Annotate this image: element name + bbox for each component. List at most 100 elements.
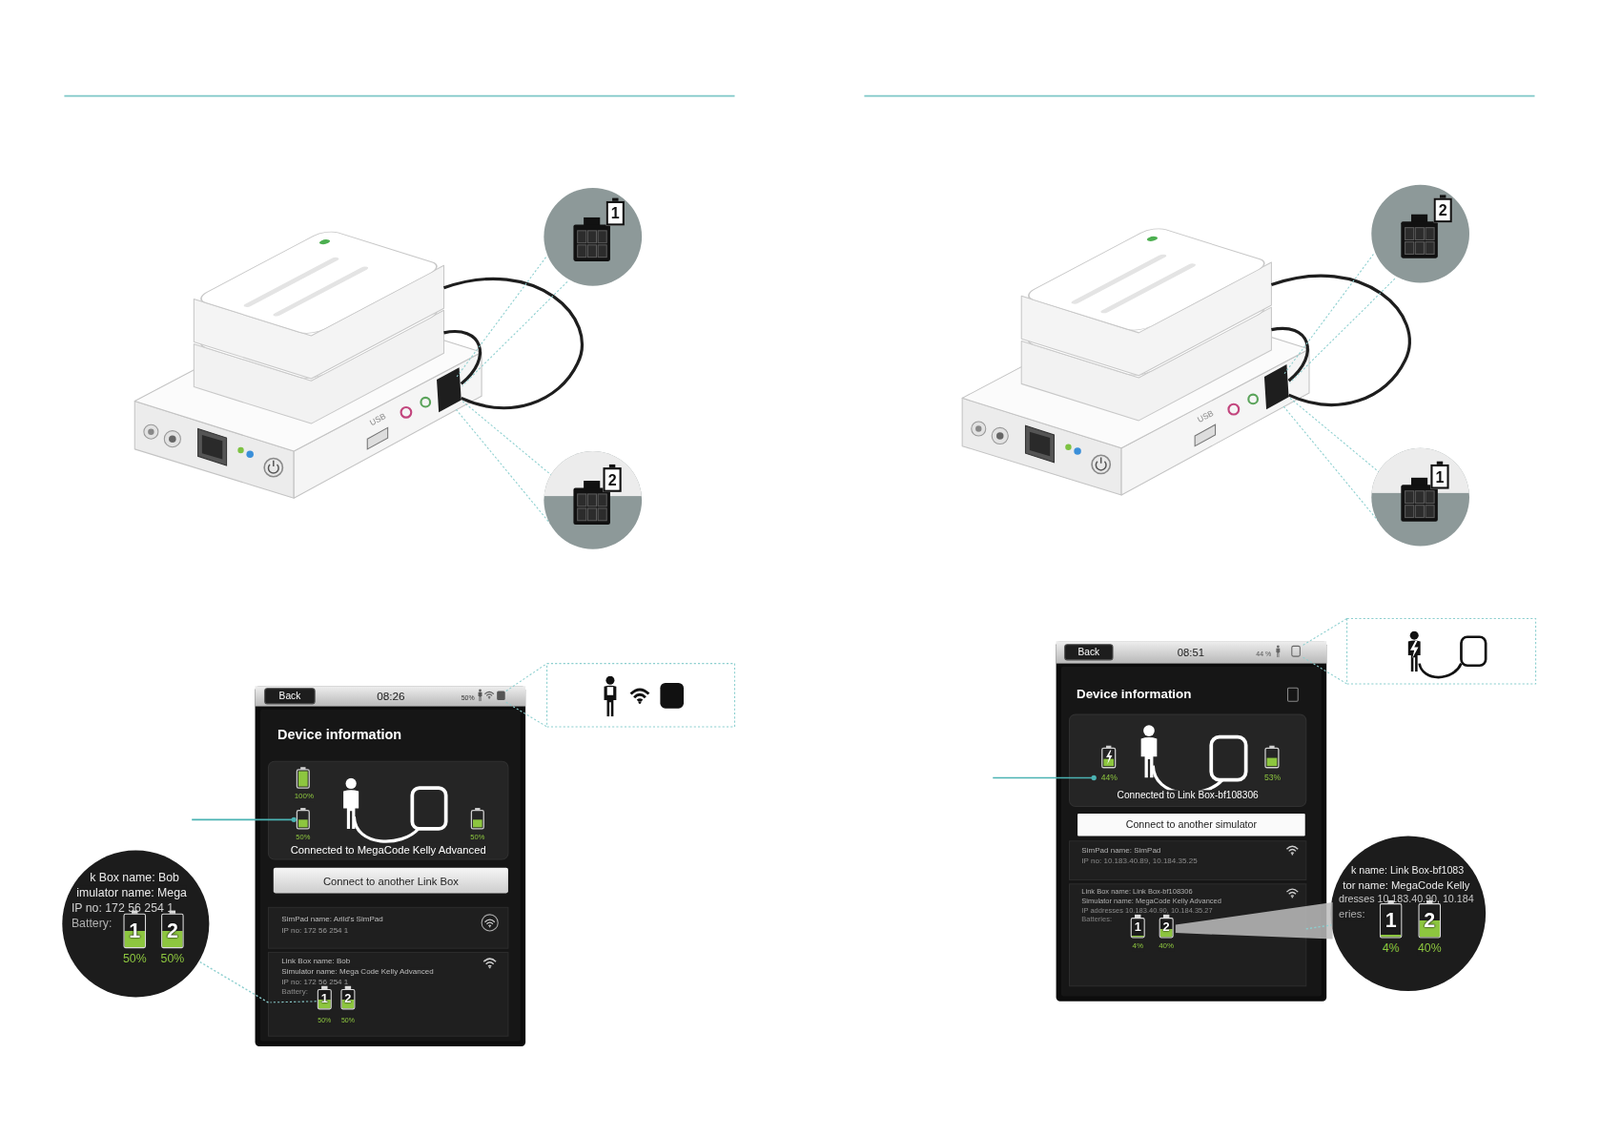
status-icon-enlarged — [631, 689, 650, 704]
card-shape — [1069, 714, 1307, 806]
pointer-line — [191, 817, 297, 822]
magnified-view: k name: Link Box-bf1083 tor name: MegaCod… — [1330, 835, 1486, 991]
card-icons — [1102, 724, 1279, 793]
battery-icon: 2 — [340, 988, 355, 1009]
magnified-view-text: 4% — [1382, 942, 1400, 956]
connector-badge: 1 — [1430, 464, 1449, 490]
link-box-info-panel-text: Link Box name: Bob — [281, 957, 350, 966]
connect-button: Connect to another Link Box — [273, 867, 509, 894]
wifi-icon — [1286, 845, 1298, 855]
callout-leader — [1303, 618, 1537, 684]
card-icons — [300, 807, 306, 811]
battery-icon-text: 1 — [128, 919, 141, 944]
connector-badge: 2 — [1434, 198, 1453, 224]
magnified-view-text: IP no: 172 56 254 1 — [71, 901, 174, 915]
magnified-view-text: 40% — [1417, 942, 1442, 956]
magnified-view-text: dresses 10.183.40.90, 10.184 — [1338, 892, 1475, 904]
card-icons — [296, 810, 309, 829]
simpad-screen: 08:2650%Device informationBack100%50%50%… — [255, 685, 527, 1047]
battery-icon-text: 2 — [166, 919, 179, 944]
card-icons — [472, 819, 483, 827]
link-box-info-panel-text: Batteries: — [1081, 915, 1112, 924]
port-label: USB — [1195, 408, 1215, 425]
status-icon-enlarged — [604, 676, 684, 717]
panel-shape — [267, 906, 508, 948]
card-icons — [343, 778, 359, 829]
battery-icon-text: 1 — [321, 991, 329, 1006]
wifi-icon — [485, 919, 495, 927]
link-box-illustration — [134, 187, 642, 550]
simpad-screen-text: 50% — [461, 694, 475, 702]
card-icons — [296, 766, 484, 842]
card-icons — [474, 807, 480, 811]
magnified-view: k Box name: Bobimulator name: MegaIP no:… — [61, 849, 209, 997]
status-card-text: 50% — [470, 832, 485, 842]
callout-leader — [506, 701, 548, 727]
battery-icon: 2 — [1418, 902, 1442, 938]
battery-icon-text: 1 — [1134, 920, 1142, 935]
connect-button-text: Connect to another Link Box — [323, 874, 459, 887]
magnified-view-text: 50% — [161, 951, 185, 965]
connect-button-text: Connect to another simulator — [1126, 819, 1257, 831]
simpad-info-panel-shape — [1069, 841, 1307, 881]
card-icons — [1102, 747, 1116, 767]
pointer-line — [1091, 775, 1097, 780]
link-box-plus-illustration — [962, 184, 1470, 547]
battery-icon: 1 — [1379, 902, 1403, 938]
magnified-view-shape — [1330, 835, 1486, 991]
link-box-info-panel-text: Link Box name: Link Box-bf108306 — [1081, 887, 1192, 897]
magnified-view-text: k name: Link Box-bf1083 — [1351, 863, 1464, 876]
battery-icon: 1 — [317, 988, 332, 1009]
pointer-line — [291, 817, 297, 822]
link-box-info-panel-text: 40% — [1158, 942, 1174, 951]
simpad-screen: 08:5144 %Device informationBack44%53%Con… — [1056, 640, 1328, 1002]
link-box-info-panel: Link Box name: Link Box-bf108306Simulato… — [1069, 883, 1307, 986]
back-button-text: Back — [279, 690, 302, 702]
status-icon-enlarged — [607, 686, 614, 696]
link-box-info-panel: Link Box name: BobSimulator name: Mega C… — [267, 951, 508, 1036]
zoom-circle — [61, 849, 209, 997]
card-icons — [1210, 737, 1246, 780]
status-card-text: Connected to Link Box-bf108306 — [1117, 789, 1259, 801]
status-icons — [1275, 644, 1280, 657]
status-icons — [478, 688, 506, 701]
pointer-line — [992, 775, 1097, 780]
status-card-text: 50% — [295, 832, 310, 842]
screen-frame — [1056, 640, 1328, 1002]
status-icons — [1275, 644, 1300, 701]
card-shape — [267, 760, 508, 860]
screen-body — [260, 709, 521, 1042]
callout-leader — [547, 663, 736, 727]
card-icons — [1269, 745, 1274, 749]
magnified-view-text: tor name: MegaCode Kelly — [1342, 878, 1470, 891]
status-icon-enlarged — [604, 676, 617, 717]
callout-leader — [506, 663, 736, 727]
wifi-icon — [1286, 888, 1298, 898]
pointer-line — [191, 819, 292, 821]
status-icon-enlarged — [1410, 640, 1419, 658]
status-card-shape — [1069, 714, 1307, 806]
card-icons — [1106, 745, 1111, 749]
magnified-view-text: k Box name: Bob — [89, 870, 180, 884]
panel-shape — [1069, 841, 1307, 881]
link-box-info-panel-shape — [267, 951, 508, 1036]
callout-leader — [1303, 656, 1348, 684]
card-icons — [353, 816, 418, 842]
status-icons — [1288, 687, 1299, 701]
status-icons — [1292, 645, 1301, 657]
card-icons — [298, 819, 308, 827]
simpad-screen-shape — [255, 685, 527, 1047]
simpad-info-panel-shape — [267, 906, 508, 948]
simpad-info-panel-text: IP no: 10.183.40.89, 10.184.35.25 — [1081, 857, 1197, 866]
simpad-screen-text: 08:51 — [1177, 645, 1205, 658]
status-card-shape — [267, 760, 508, 860]
card-icons — [471, 810, 484, 829]
battery-icon-text: 1 — [1385, 908, 1397, 933]
link-box-info-panel-text: 4% — [1131, 942, 1144, 951]
battery-icon-text: 2 — [344, 991, 351, 1006]
status-icon-enlarged — [1408, 631, 1486, 677]
connector-badge-text: 2 — [608, 471, 617, 489]
